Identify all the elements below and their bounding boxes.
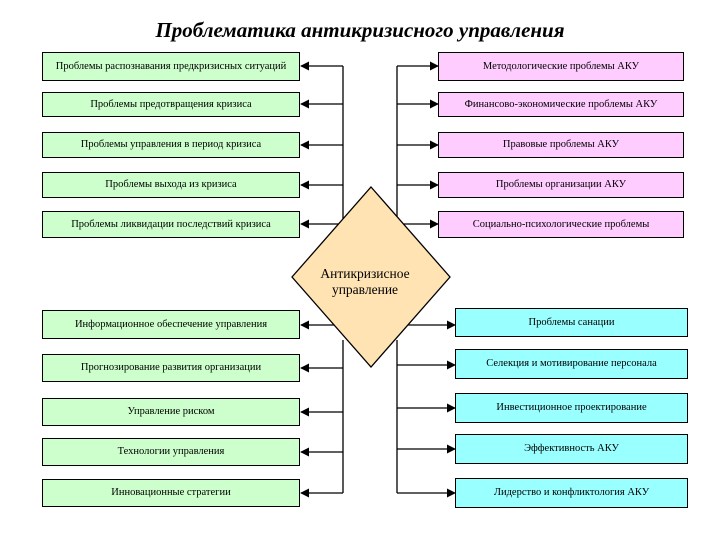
bottom-left-box: Технологии управления [42, 438, 300, 466]
top-left-box: Проблемы выхода из кризиса [42, 172, 300, 198]
top-left-box: Проблемы распознавания предкризисных сит… [42, 52, 300, 81]
bottom-left-box: Информационное обеспечение управления [42, 310, 300, 339]
bottom-right-box: Селекция и мотивирование персонала [455, 349, 688, 379]
bottom-right-box: Инвестиционное проектирование [455, 393, 688, 423]
top-right-box: Проблемы организации АКУ [438, 172, 684, 198]
top-right-box: Правовые проблемы АКУ [438, 132, 684, 158]
top-left-box: Проблемы управления в период кризиса [42, 132, 300, 158]
center-diamond [291, 186, 451, 368]
top-left-box: Проблемы предотвращения кризиса [42, 92, 300, 117]
bottom-left-box: Прогнозирование развития организации [42, 354, 300, 382]
top-right-box: Методологические проблемы АКУ [438, 52, 684, 81]
bottom-right-box: Эффективность АКУ [455, 434, 688, 464]
bottom-right-box: Лидерство и конфликтология АКУ [455, 478, 688, 508]
center-label: Антикризисное управление [320, 266, 410, 298]
top-right-box: Социально-психологические проблемы [438, 211, 684, 238]
page-title: Проблематика антикризисного управления [155, 18, 565, 42]
top-right-box: Финансово-экономические проблемы АКУ [438, 92, 684, 117]
bottom-right-box: Проблемы санации [455, 308, 688, 337]
top-left-box: Проблемы ликвидации последствий кризиса [42, 211, 300, 238]
bottom-left-box: Управление риском [42, 398, 300, 426]
bottom-left-box: Инновационные стратегии [42, 479, 300, 507]
